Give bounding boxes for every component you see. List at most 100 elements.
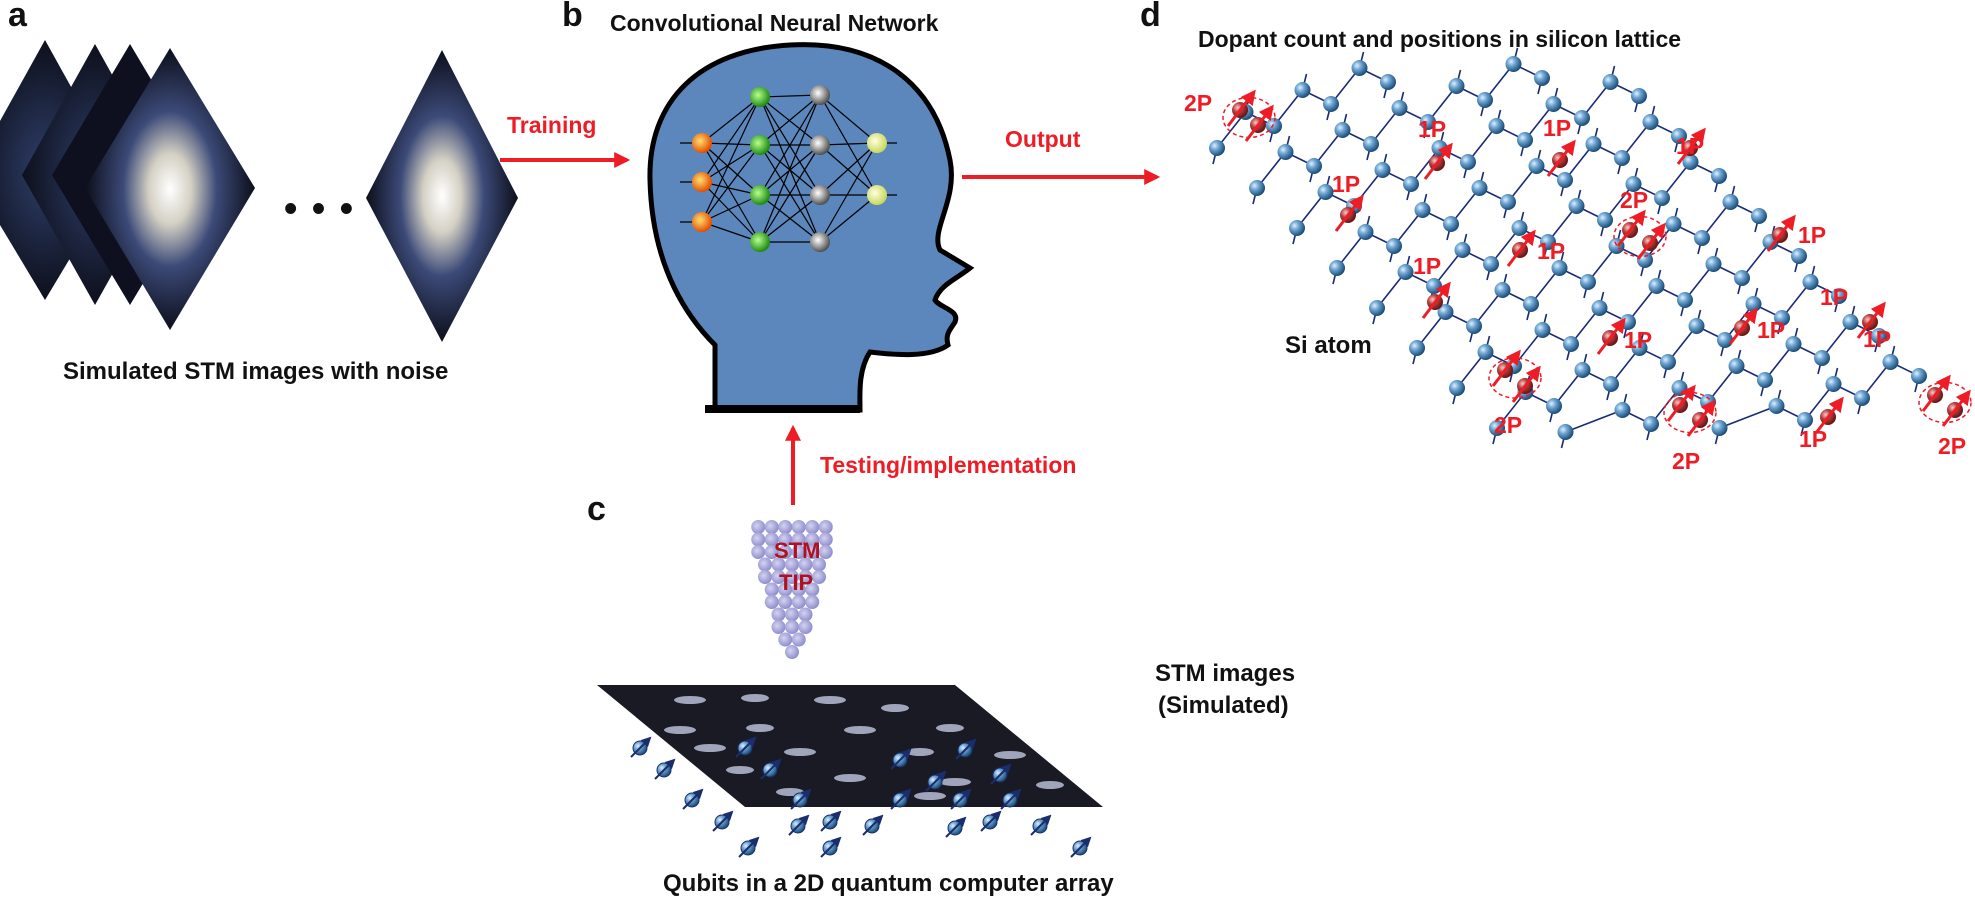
si-atom — [1511, 220, 1528, 236]
hidden-node — [810, 135, 830, 155]
si-atom — [1654, 190, 1670, 206]
si-atom — [1631, 340, 1648, 356]
si-atom — [1631, 88, 1647, 104]
si-atom — [1266, 118, 1282, 134]
input-node — [692, 212, 712, 232]
qubit-spin-arrow — [950, 788, 972, 810]
si-atom — [1546, 398, 1562, 414]
dopant-label: 1P — [1820, 284, 1849, 310]
si-atom — [1317, 184, 1334, 200]
si-atom — [1437, 304, 1454, 320]
tip-atom — [785, 570, 799, 584]
dopant-label: 2P — [1938, 433, 1967, 459]
si-atom — [1705, 256, 1722, 272]
qubit-spin-arrow — [1000, 788, 1022, 810]
si-atom — [1426, 278, 1442, 294]
si-atom — [1334, 122, 1351, 138]
qubit-spin-arrow — [790, 788, 812, 810]
dopant-spin-arrow — [1244, 104, 1274, 142]
tip-atom — [778, 595, 793, 609]
hidden-node — [750, 232, 770, 252]
tip-atom — [818, 532, 833, 547]
si-atom — [1329, 260, 1345, 276]
tip-atom — [778, 632, 793, 647]
tip-atom — [812, 557, 826, 572]
hidden-node — [810, 85, 830, 105]
si-atom — [1563, 336, 1579, 352]
tip-atom — [785, 557, 799, 572]
si-atom — [1574, 362, 1591, 378]
si-atom — [1294, 82, 1311, 98]
si-atom — [1580, 274, 1596, 290]
tip-atom — [778, 582, 793, 597]
tip-atom — [798, 557, 813, 572]
dopant-spin-arrow — [1728, 307, 1758, 345]
output-node — [867, 185, 887, 205]
si-atom — [1420, 114, 1436, 130]
tip-atom — [764, 532, 779, 547]
dopant-spin-arrow — [1856, 301, 1886, 339]
si-atom — [1477, 344, 1494, 360]
tip-atom — [771, 607, 786, 622]
si-atom — [1842, 314, 1859, 330]
dopant-spin-arrow — [1686, 399, 1716, 437]
si-atom — [1682, 154, 1699, 170]
qubit-spin-arrow — [738, 836, 760, 858]
tip-atom — [818, 520, 833, 534]
tip-atom — [791, 632, 806, 647]
dopant-spin-arrow — [1676, 127, 1706, 165]
si-atom — [1614, 150, 1630, 166]
qubit-spin-arrow — [682, 788, 704, 810]
testing-label: Testing/implementation — [820, 452, 1077, 478]
si-atom — [1745, 296, 1762, 312]
si-atom — [1209, 140, 1225, 156]
si-atom — [1625, 176, 1642, 192]
si-atom — [1500, 194, 1516, 210]
si-atom — [1574, 110, 1590, 126]
si-atom — [1802, 274, 1819, 290]
dopant-label: 1P — [1798, 222, 1827, 248]
dopant-label: 1P — [1413, 253, 1442, 279]
qubit-spin-arrow — [1030, 814, 1052, 836]
si-atom — [1454, 242, 1471, 258]
si-atom — [1443, 216, 1459, 232]
dopant-group — [1222, 89, 1972, 437]
dopant-spin-arrow — [1423, 142, 1453, 180]
dopant-pair-ring — [1918, 381, 1972, 424]
qubit-spin-arrow — [945, 816, 967, 838]
si-atom — [1534, 322, 1551, 338]
tip-atom — [751, 520, 766, 534]
tip-atom — [758, 557, 772, 572]
qubit-spin-arrow — [630, 736, 652, 758]
tip-atom — [798, 570, 813, 584]
hidden-node — [810, 185, 830, 205]
dopant-spin-arrow — [1506, 229, 1536, 267]
dopant-spin-arrow — [1491, 349, 1521, 387]
si-atom — [1380, 74, 1396, 90]
qubit-spin-arrow — [955, 738, 977, 760]
si-atom — [1523, 296, 1539, 312]
si-atom — [1289, 220, 1305, 236]
stm-plane-spots — [664, 694, 1064, 800]
si-atom — [1414, 202, 1431, 218]
si-atom — [1814, 350, 1830, 366]
hidden-node — [810, 232, 830, 252]
dopant-spin-arrow — [1666, 384, 1696, 422]
si-atom — [1734, 270, 1750, 286]
si-atom — [1557, 424, 1574, 440]
si-atom — [1671, 128, 1687, 144]
si-atom — [1323, 96, 1339, 112]
tip-atom — [798, 620, 813, 634]
si-atom — [1277, 144, 1294, 160]
si-atom — [1648, 278, 1665, 294]
dopant-label: 1P — [1757, 317, 1786, 343]
tip-atom — [751, 532, 766, 547]
si-atom — [1403, 176, 1419, 192]
tip-atom — [805, 545, 820, 559]
si-atom — [1642, 114, 1659, 130]
si-atom — [1694, 230, 1710, 246]
input-node — [692, 172, 712, 192]
dopant-spin-arrow — [1596, 317, 1626, 355]
stm-image-stack — [0, 40, 518, 342]
